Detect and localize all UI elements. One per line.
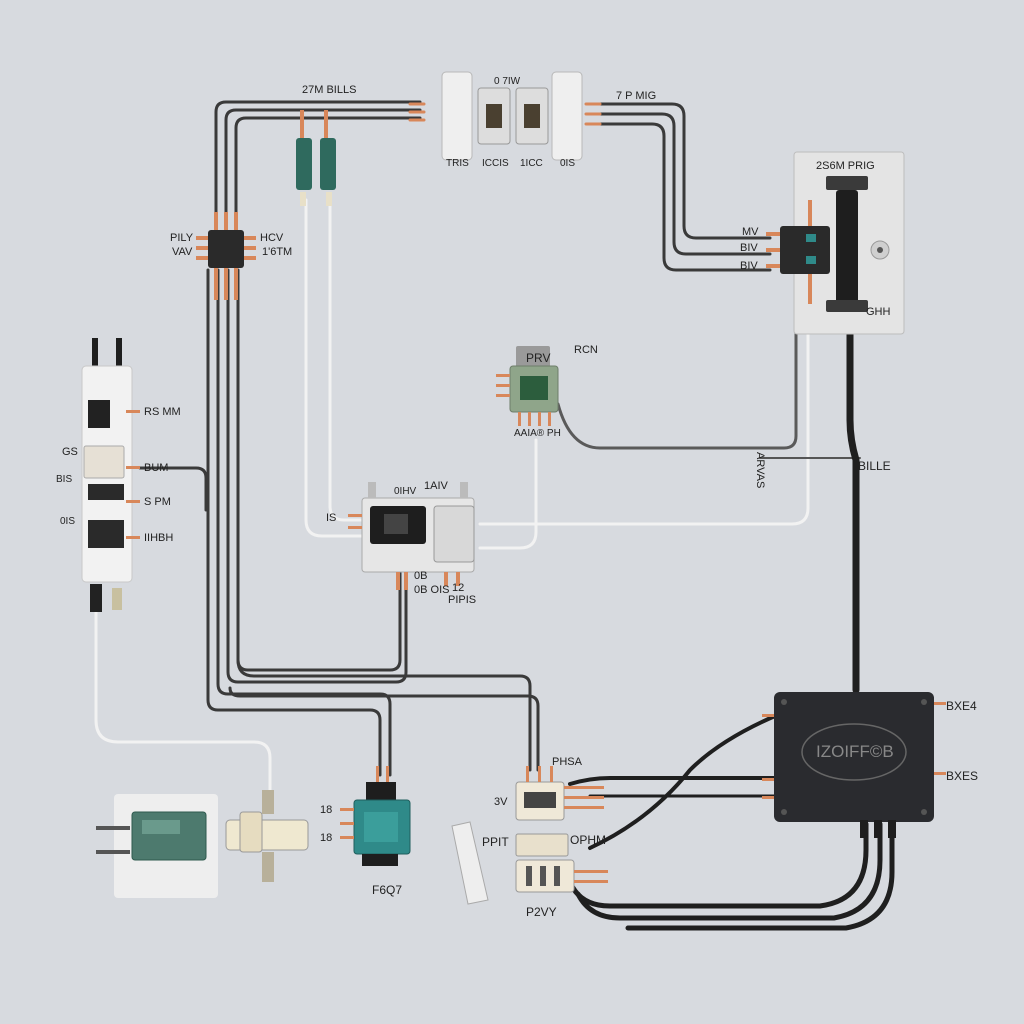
label-strip-1: RS MM [144,406,181,418]
label-connector-bottom: P2VY [526,905,557,919]
label-strip-3: S PM [144,496,171,508]
label-top-right-relay: 7 P MIG [616,90,657,102]
top-switch-block [441,71,583,161]
lower-connector [515,833,608,893]
wire-strip-to-center [138,466,208,512]
label-strip-2: BUM [144,462,169,474]
label-strip-4: IIHBH [144,532,174,544]
phsa-terminal [515,766,604,821]
controller-box [762,692,946,838]
mid-chip [496,346,559,426]
label-controller-r1: BXE4 [946,699,977,713]
pcb-board [340,766,411,866]
label-junction-left-1: PILY [170,232,194,244]
label-switch-b: ICCIS [482,158,509,169]
label-box-in-1: MV [742,226,759,238]
cable-main [846,330,860,694]
wire-white-1 [304,198,372,538]
label-top-left-relay: 27M BILLS [302,84,357,96]
label-center-top-2: 1AIV [424,480,448,492]
label-junction-right-2: 1'6TM [262,246,293,258]
copper-tips-top [408,102,602,126]
label-term-left: 3V [494,796,508,808]
label-pcb-2: 18 [320,832,333,844]
wire-top-right-1 [598,102,772,240]
cable-ctrl-2 [568,776,777,786]
cable-ctrl-down-3 [625,821,895,931]
breaker-box [766,151,905,335]
wire-to-phsa-1 [236,658,532,772]
label-strip-left-2: BIS [56,474,73,485]
label-switch-a: TRIS [446,158,469,169]
label-center-bot-1: 0B [414,570,428,582]
wire-left-down-3 [226,268,408,684]
label-strip-left-1: GS [62,446,78,458]
label-box-in-3: BIV [740,260,758,272]
label-controller-r2: BXES [946,769,979,783]
label-junction-right-1: HCV [260,232,284,244]
label-strip-left-3: 0IS [60,516,76,527]
cable-ctrl-down-2 [575,821,883,921]
label-junction-left-2: VAV [172,246,193,258]
label-switch-c: 1ICC [520,158,543,169]
label-vertical: ARVAS [754,452,766,489]
label-box-title: 2S6M PRIG [816,160,875,172]
top-fuse-left [296,110,336,206]
label-mid-chip-right: RCN [574,344,598,356]
wire-left-down-1 [206,268,382,777]
label-term: PHSA [552,756,582,768]
wire-white-2 [328,198,372,522]
label-switch-d: 0IS [560,158,576,169]
wires [94,100,895,931]
wire-top-right-2 [598,112,772,256]
label-mid-chip-bottom: AAIA® PH [514,428,561,439]
label-center-top-1: 0IHV [394,486,417,497]
label-box-in-2: BIV [740,242,758,254]
wire-to-phsa-2 [228,686,540,772]
label-box-out: GHH [866,306,891,318]
label-center-bot-4: PIPIS [448,594,477,606]
left-strip [81,338,140,612]
wire-left-down-2 [216,268,392,777]
pplt-bracket [451,821,489,905]
cable-ctrl-1 [588,714,777,850]
wire-left-down-4 [236,268,402,672]
wire-white-5 [94,610,272,802]
label-pcb-1: 18 [320,804,333,816]
label-pplt: PPIT [482,835,509,849]
label-center-bot-2: 0B OIS [414,584,450,596]
outlet-panel [96,790,309,898]
label-center-left: IS [326,512,337,524]
wire-top-loop-2 [224,108,422,232]
controller-logo: IZOIFF©B [816,742,894,761]
center-relay [348,482,475,590]
label-mid-chip: PRV [526,351,551,365]
wire-top-loop-3 [234,116,422,232]
wire-top-loop-1 [214,100,422,232]
label-center-bot-3: 12 [452,582,465,594]
label-connector: OPHM [570,833,606,847]
label-pcb-bottom: F6Q7 [372,883,403,897]
label-ground: BILLE [858,459,891,473]
wire-top-right-3 [598,122,772,272]
junction-left [196,212,256,300]
label-top-center: 0 7IW [494,76,521,87]
wire-white-3 [478,318,810,526]
wire-white-4 [478,438,538,550]
